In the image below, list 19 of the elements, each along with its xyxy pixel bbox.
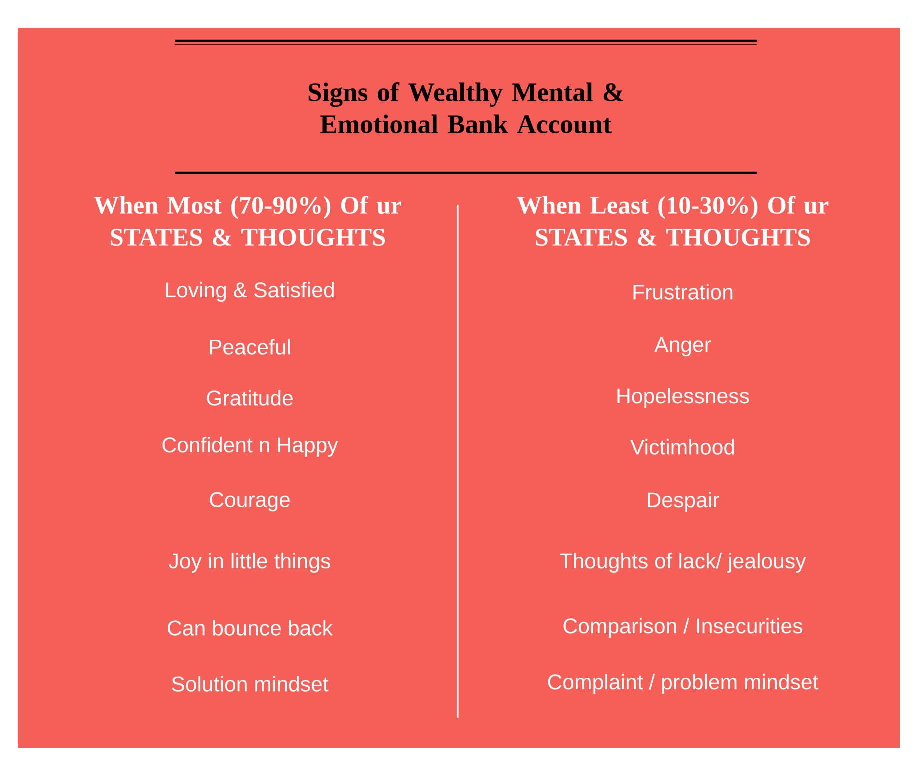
- list-item: Complaint / problem mindset: [548, 674, 819, 694]
- list-item: Loving & Satisfied: [166, 282, 334, 302]
- list-item: Solution mindset: [172, 676, 329, 692]
- list-item: Victimhood: [630, 439, 734, 455]
- list-item: Joy in little things: [169, 553, 330, 573]
- list-item: Frustration: [634, 284, 733, 300]
- list-item: Hopelessness: [618, 388, 750, 408]
- list-item: Confident n Happy: [162, 437, 338, 457]
- list-item: Thoughts of lack/ jealousy: [560, 553, 806, 573]
- column-heading: When Least (10-30%) Of ur STATES & THOUGHTS: [517, 196, 829, 246]
- list-item: Comparison / Insecurities: [564, 618, 803, 638]
- column-heading: When Most (70-90%) Of ur STATES & THOUGHTS: [94, 196, 402, 246]
- list-item: Can bounce back: [168, 620, 333, 636]
- list-item: Anger: [654, 337, 712, 357]
- list-item: Courage: [210, 492, 290, 512]
- list-item: Peaceful: [210, 339, 290, 355]
- title: Signs of Wealthy Mental & Emotional Bank Account: [308, 82, 624, 134]
- list-item: Despair: [648, 492, 720, 512]
- list-item: Gratitude: [207, 390, 293, 406]
